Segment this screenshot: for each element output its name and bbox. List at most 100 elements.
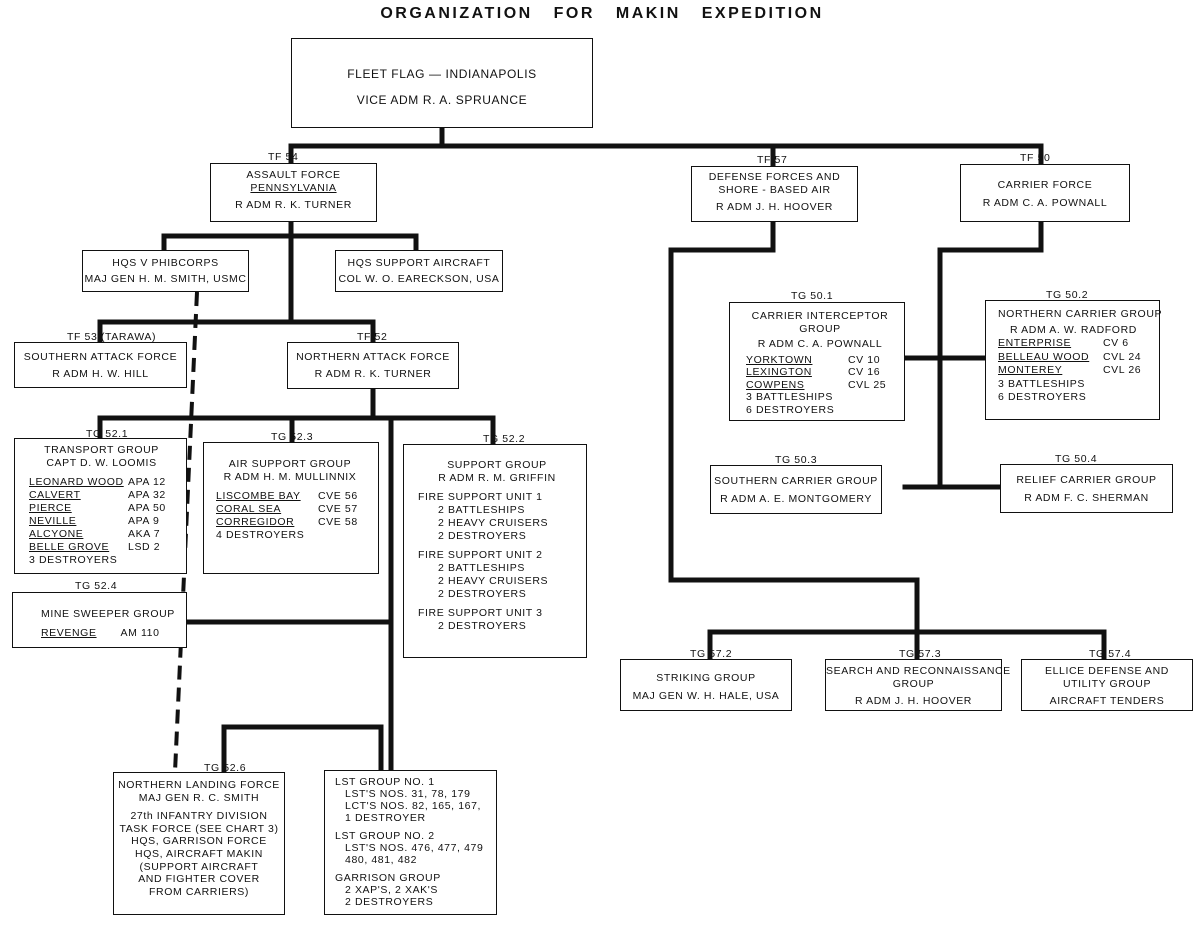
tg502-escort: 3 BATTLESHIPS	[998, 377, 1085, 390]
tg574-detail: AIRCRAFT TENDERS	[1049, 695, 1165, 707]
tf53-southern-attack-force-box: SOUTHERN ATTACK FORCE R ADM H. W. HILL	[14, 342, 187, 388]
tg502-tag: TG 50.2	[1046, 289, 1089, 301]
tf50-commander: R ADM C. A. POWNALL	[982, 197, 1108, 209]
tg574-tag: TG 57.4	[1089, 648, 1132, 660]
tg521-ship-name: LEONARD WOOD	[29, 476, 124, 488]
tg501-ship-name: YORKTOWN	[746, 353, 813, 366]
fleet-flag-line1: FLEET FLAG — INDIANAPOLIS	[347, 67, 537, 81]
tg526-body-line: AND FIGHTER COVER	[138, 873, 260, 886]
tg521-ship-name: PIERCE	[29, 502, 72, 514]
tg521-ship-hull: APA 12	[128, 476, 166, 488]
tg522-name: SUPPORT GROUP	[447, 459, 547, 471]
tg521-ship-hull: APA 32	[128, 489, 166, 501]
lst-group-1-heading: LST GROUP NO. 1	[335, 776, 435, 788]
tf50-carrier-force-box: CARRIER FORCE R ADM C. A. POWNALL	[960, 164, 1130, 222]
lst-group-2-line: 480, 481, 482	[345, 854, 418, 866]
fire-support-unit-3-item: 2 DESTROYERS	[438, 620, 527, 632]
tg526-tag: TG 52.6	[204, 762, 247, 774]
garrison-group-line: 2 XAP'S, 2 XAK'S	[345, 884, 438, 896]
tg521-ship-name: CALVERT	[29, 489, 81, 501]
tg521-ship-name: ALCYONE	[29, 528, 84, 540]
tg502-northern-carrier-group-box: NORTHERN CARRIER GROUP R ADM A. W. RADFO…	[985, 300, 1163, 420]
tg502-ship-name: ENTERPRISE	[998, 337, 1072, 349]
tf53-commander: R ADM H. W. HILL	[52, 368, 149, 380]
tg502-escort: 6 DESTROYERS	[998, 391, 1087, 403]
tf52-tag: TF 52	[357, 331, 388, 343]
tf57-name-2: SHORE - BASED AIR	[718, 184, 831, 196]
tg524-tag: TG 52.4	[75, 580, 118, 592]
tg523-air-support-group-box: AIR SUPPORT GROUP R ADM H. M. MULLINNIX …	[203, 442, 379, 574]
tg572-tag: TG 57.2	[690, 648, 733, 660]
tg523-ship-hull: CVE 58	[318, 516, 358, 528]
tg523-ship-hull: CVE 57	[318, 503, 358, 515]
tg504-name: RELIEF CARRIER GROUP	[1016, 474, 1157, 486]
tg503-tag: TG 50.3	[775, 454, 818, 466]
tg502-name: NORTHERN CARRIER GROUP	[998, 308, 1163, 320]
tf54-assault-force-box: ASSAULT FORCE PENNSYLVANIA R ADM R. K. T…	[210, 163, 377, 222]
tg521-tag: TG 52.1	[86, 428, 129, 440]
tg501-ship-hull: CV 16	[848, 366, 881, 378]
tg522-support-group-box: SUPPORT GROUP R ADM R. M. GRIFFIN FIRE S…	[403, 444, 587, 658]
tg526-northern-landing-force-box: NORTHERN LANDING FORCE MAJ GEN R. C. SMI…	[113, 772, 285, 915]
tg501-escort: 3 BATTLESHIPS	[746, 391, 833, 403]
tg521-escort: 3 DESTROYERS	[29, 554, 118, 566]
tg504-tag: TG 50.4	[1055, 453, 1098, 465]
tg501-tag: TG 50.1	[791, 290, 834, 302]
tg521-commander: CAPT D. W. LOOMIS	[46, 457, 157, 469]
tg573-name-2: GROUP	[892, 678, 935, 690]
tg526-commander: MAJ GEN R. C. SMITH	[138, 791, 260, 804]
tg523-tag: TG 52.3	[271, 431, 314, 443]
hqs-support-aircraft-commander: COL W. O. EARECKSON, USA	[338, 273, 500, 285]
tg521-ship-name: NEVILLE	[29, 515, 77, 527]
tg521-ship-hull: AKA 7	[128, 528, 161, 540]
hqs-phibcorps-name: HQS V PHIBCORPS	[112, 257, 219, 269]
tg526-body-line: HQS, AIRCRAFT MAKIN	[135, 847, 263, 860]
tg503-name: SOUTHERN CARRIER GROUP	[714, 475, 878, 487]
tg524-ship-name: REVENGE	[41, 627, 97, 639]
fleet-flag-box: FLEET FLAG — INDIANAPOLIS VICE ADM R. A.…	[291, 38, 593, 128]
fire-support-unit-1-item: 2 HEAVY CRUISERS	[438, 517, 549, 529]
tg501-name: CARRIER INTERCEPTOR	[751, 310, 889, 322]
tg504-commander: R ADM F. C. SHERMAN	[1024, 492, 1149, 504]
hqs-phibcorps-commander: MAJ GEN H. M. SMITH, USMC	[84, 273, 247, 285]
tg502-ship-name: BELLEAU WOOD	[998, 350, 1090, 363]
hqs-phibcorps-box: HQS V PHIBCORPS MAJ GEN H. M. SMITH, USM…	[82, 250, 249, 292]
tf54-flagship: PENNSYLVANIA	[250, 182, 337, 194]
tg523-ship-name: LISCOMBE BAY	[216, 490, 301, 502]
tg501-ship-name: COWPENS	[746, 378, 805, 391]
tf52-name: NORTHERN ATTACK FORCE	[296, 351, 450, 363]
tg523-ship-name: CORREGIDOR	[216, 516, 295, 528]
tg573-name: SEARCH AND RECONNAISSANCE	[826, 665, 1011, 677]
tg502-ship-hull: CVL 26	[1103, 364, 1142, 376]
tg522-tag: TG 52.2	[483, 433, 526, 445]
tg526-body-line: 27th INFANTRY DIVISION	[130, 810, 268, 823]
fire-support-unit-2-heading: FIRE SUPPORT UNIT 2	[418, 549, 543, 561]
tg573-commander: R ADM J. H. HOOVER	[855, 695, 972, 707]
tg521-transport-group-box: TRANSPORT GROUP CAPT D. W. LOOMIS LEONAR…	[14, 438, 187, 574]
fire-support-unit-2-item: 2 HEAVY CRUISERS	[438, 575, 549, 587]
garrison-group-heading: GARRISON GROUP	[335, 872, 441, 884]
tg523-name: AIR SUPPORT GROUP	[228, 458, 352, 470]
tf53-tag: TF 53 (TARAWA)	[67, 331, 157, 343]
tf54-commander: R ADM R. K. TURNER	[235, 199, 352, 211]
tg524-ship-hull: AM 110	[120, 627, 160, 639]
fire-support-unit-2-item: 2 DESTROYERS	[438, 588, 527, 600]
lst-group-2-heading: LST GROUP NO. 2	[335, 830, 435, 842]
tg521-ship-hull: APA 9	[128, 515, 160, 527]
tg503-commander: R ADM A. E. MONTGOMERY	[720, 493, 872, 505]
tg503-southern-carrier-group-box: SOUTHERN CARRIER GROUP R ADM A. E. MONTG…	[710, 465, 882, 514]
tg523-ship-hull: CVE 56	[318, 490, 358, 502]
tg522-commander: R ADM R. M. GRIFFIN	[438, 472, 556, 484]
tg523-escort: 4 DESTROYERS	[216, 529, 305, 541]
tg504-relief-carrier-group-box: RELIEF CARRIER GROUP R ADM F. C. SHERMAN	[1000, 464, 1173, 513]
tf57-commander: R ADM J. H. HOOVER	[716, 201, 833, 213]
tg501-name-2: GROUP	[799, 322, 841, 335]
tg574-ellice-defense-group-box: ELLICE DEFENSE AND UTILITY GROUP AIRCRAF…	[1021, 659, 1193, 711]
tg523-commander: R ADM H. M. MULLINNIX	[223, 471, 357, 483]
tg501-escort: 6 DESTROYERS	[746, 403, 835, 416]
lst-group-2-line: LST'S NOS. 476, 477, 479	[345, 842, 484, 854]
lst-group-1-line: LST'S NOS. 31, 78, 179	[345, 788, 471, 800]
tf54-tag: TF 54	[268, 151, 299, 163]
